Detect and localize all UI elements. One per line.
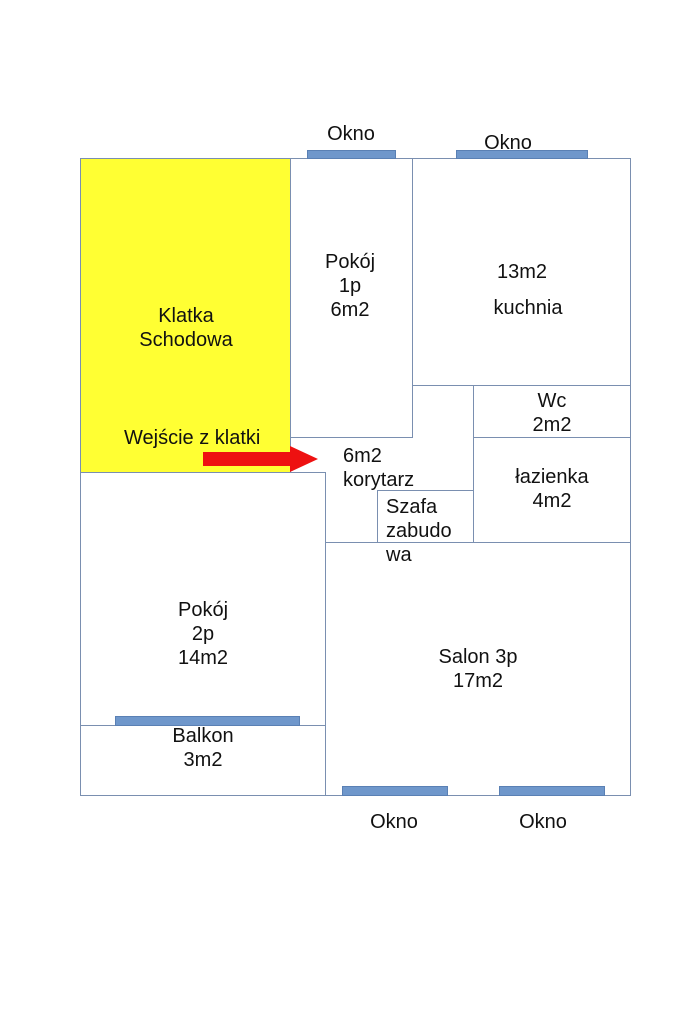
label-lazienka: łazienka 4m2 xyxy=(502,465,602,513)
label-kuchnia-name: kuchnia xyxy=(493,297,563,319)
pokoj1-line: 1p xyxy=(338,275,362,297)
pokoj1-line: 6m2 xyxy=(330,299,370,321)
label-okno-bottom-left: Okno xyxy=(370,811,418,833)
salon-line: 17m2 xyxy=(452,670,504,692)
label-salon: Salon 3p 17m2 xyxy=(418,645,538,693)
window-top-left xyxy=(307,150,396,159)
label-okno-bottom-right: Okno xyxy=(519,811,567,833)
window-top-right xyxy=(456,150,588,159)
pokoj2-line: 14m2 xyxy=(177,647,229,669)
room-salon xyxy=(325,542,631,796)
lazienka-line: 4m2 xyxy=(532,490,572,512)
balkon-line: 3m2 xyxy=(183,749,223,771)
wc-line: 2m2 xyxy=(532,414,572,436)
label-klatka: Klatka Schodowa xyxy=(86,304,286,352)
lazienka-line: łazienka xyxy=(515,466,589,488)
label-okno-top-left: Okno xyxy=(327,123,375,145)
label-pokoj-1p: Pokój 1p 6m2 xyxy=(300,250,400,322)
szafa-line: zabudo xyxy=(386,520,452,542)
balkon-line: Balkon xyxy=(172,725,234,747)
label-wc: Wc 2m2 xyxy=(502,389,602,437)
window-bottom-right xyxy=(499,786,605,796)
entry-arrow-shape xyxy=(203,446,318,472)
korytarz-line: 6m2 xyxy=(343,445,382,467)
label-szafa: Szafa zabudo wa xyxy=(386,495,452,567)
label-kuchnia-area: 13m2 xyxy=(496,261,548,283)
szafa-line: Szafa xyxy=(386,496,438,518)
korytarz-line: korytarz xyxy=(343,469,415,491)
pokoj1-line: Pokój xyxy=(324,251,376,273)
window-bottom-left xyxy=(342,786,448,796)
label-balkon: Balkon 3m2 xyxy=(153,724,253,772)
label-entry: Wejście z klatki xyxy=(124,427,261,449)
pokoj2-line: Pokój xyxy=(177,599,229,621)
label-okno-top-right: Okno xyxy=(484,132,532,154)
label-pokoj-2p: Pokój 2p 14m2 xyxy=(153,598,253,670)
wc-line: Wc xyxy=(537,390,567,412)
klatka-line: Schodowa xyxy=(139,329,233,351)
window-balcony xyxy=(115,716,300,726)
salon-line: Salon 3p xyxy=(438,646,518,668)
szafa-line: wa xyxy=(386,544,412,566)
label-korytarz: 6m2 korytarz xyxy=(343,444,414,492)
pokoj2-line: 2p xyxy=(191,623,215,645)
entry-arrow-icon xyxy=(203,446,318,472)
klatka-line: Klatka xyxy=(158,305,214,327)
